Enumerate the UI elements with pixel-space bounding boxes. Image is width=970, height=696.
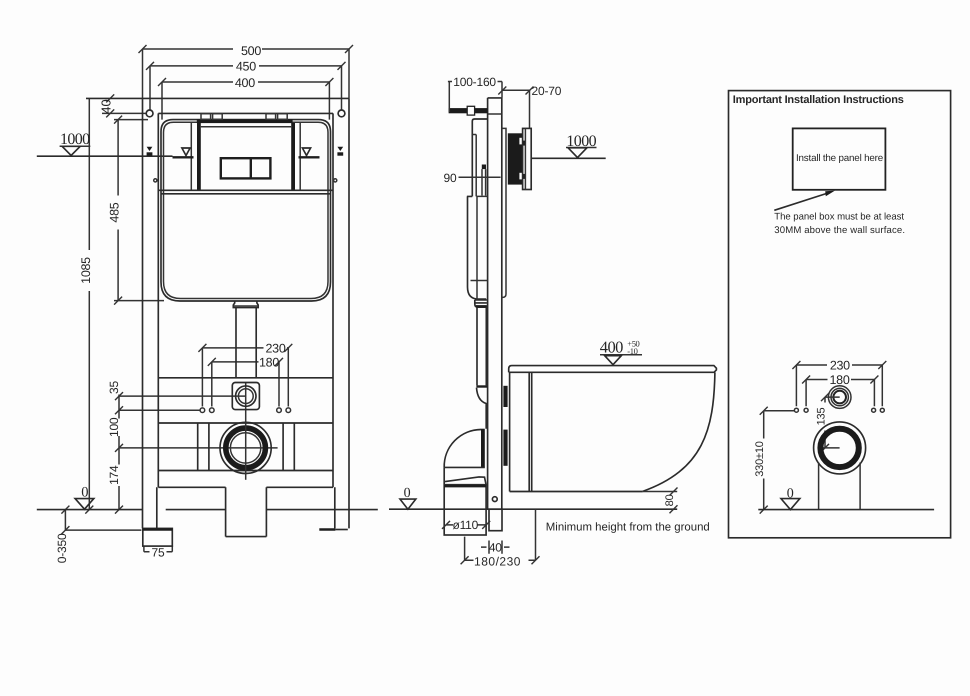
svg-text:0-350: 0-350 bbox=[55, 533, 69, 563]
svg-text:174: 174 bbox=[107, 465, 121, 485]
svg-text:0: 0 bbox=[787, 487, 794, 502]
svg-text:35: 35 bbox=[107, 381, 121, 394]
svg-text:40: 40 bbox=[99, 99, 114, 113]
svg-text:450: 450 bbox=[236, 60, 256, 74]
svg-text:330±10: 330±10 bbox=[754, 441, 766, 477]
svg-text:500: 500 bbox=[241, 44, 261, 58]
svg-text:-10: -10 bbox=[627, 346, 637, 356]
svg-text:400: 400 bbox=[600, 338, 623, 357]
svg-text:80: 80 bbox=[664, 494, 676, 506]
svg-text:30MM above the wall surface.: 30MM above the wall surface. bbox=[774, 225, 905, 236]
svg-text:Important Installation Instruc: Important Installation Instructions bbox=[733, 94, 904, 106]
svg-text:230: 230 bbox=[830, 359, 850, 373]
svg-text:+50: +50 bbox=[627, 339, 639, 349]
svg-text:1085: 1085 bbox=[79, 257, 93, 284]
svg-text:485: 485 bbox=[107, 202, 121, 222]
svg-text:1000: 1000 bbox=[566, 133, 596, 150]
svg-text:The panel box must be at least: The panel box must be at least bbox=[774, 212, 904, 223]
svg-text:Install the panel here: Install the panel here bbox=[796, 153, 884, 164]
svg-text:400: 400 bbox=[235, 76, 255, 90]
svg-text:0: 0 bbox=[81, 484, 88, 500]
svg-text:230: 230 bbox=[266, 342, 286, 356]
svg-text:40: 40 bbox=[489, 541, 502, 555]
svg-text:90: 90 bbox=[444, 171, 457, 185]
svg-text:100: 100 bbox=[107, 417, 121, 437]
svg-text:135: 135 bbox=[815, 408, 827, 426]
svg-text:20-70: 20-70 bbox=[532, 84, 562, 98]
svg-text:0: 0 bbox=[404, 486, 411, 501]
svg-text:180/230: 180/230 bbox=[474, 555, 521, 569]
svg-text:ø110: ø110 bbox=[452, 518, 478, 532]
svg-text:75: 75 bbox=[152, 546, 165, 560]
svg-text:180: 180 bbox=[830, 373, 850, 387]
svg-text:180: 180 bbox=[259, 356, 279, 370]
svg-text:Minimum height from the ground: Minimum height from the ground bbox=[546, 522, 710, 534]
svg-text:1000: 1000 bbox=[60, 131, 90, 148]
svg-text:100-160: 100-160 bbox=[453, 75, 496, 89]
